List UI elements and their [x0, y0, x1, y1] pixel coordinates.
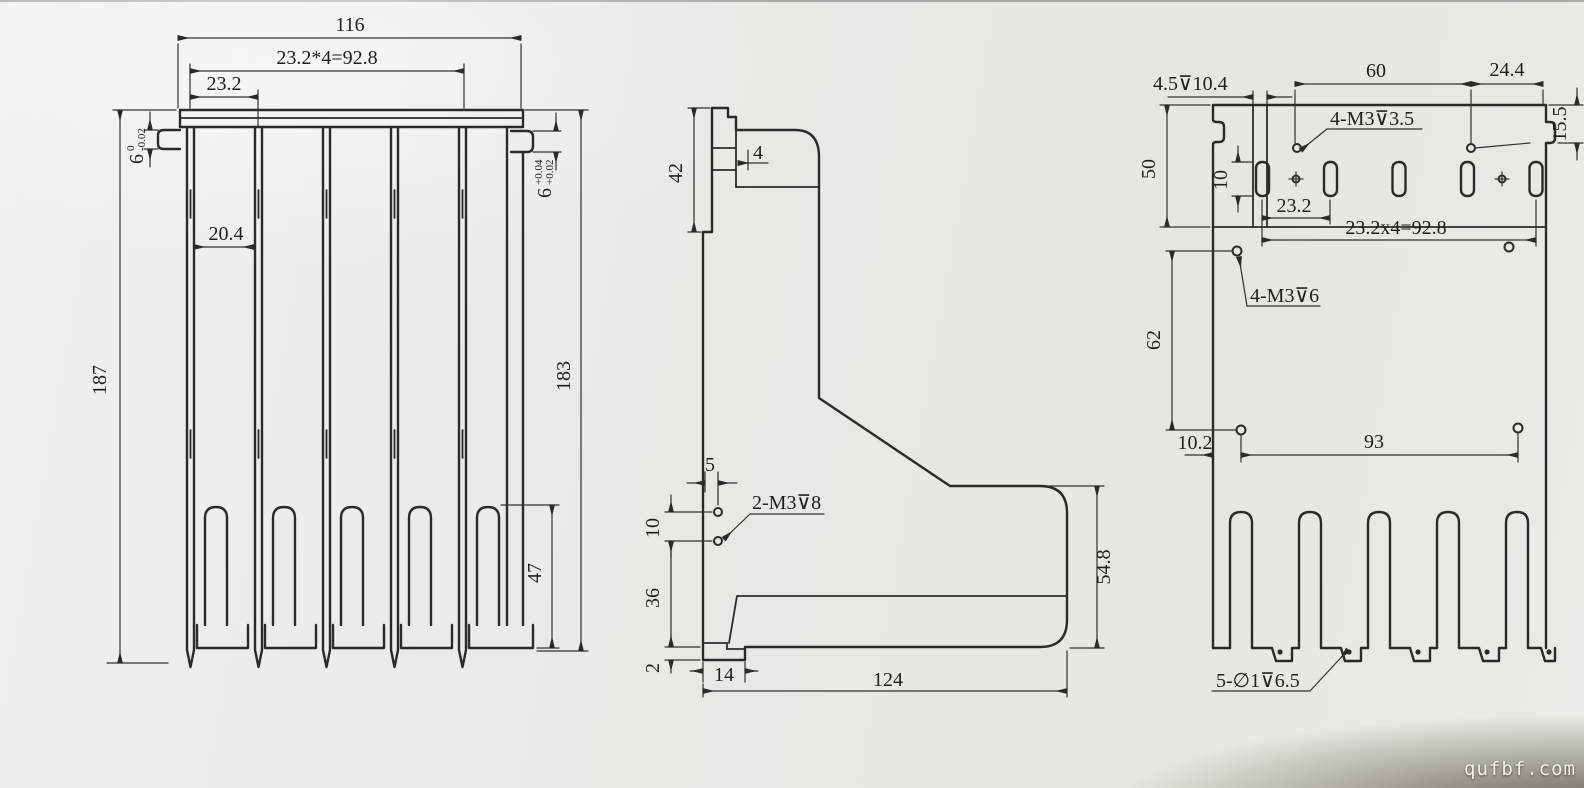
comb-slots [1211, 510, 1557, 663]
dim-back-edge-offset: 10.2 [1178, 432, 1213, 454]
dim-side-base-height: 36 [642, 588, 664, 608]
back-view: 4.5⊽10.4 60 24.4 15.5 50 62 10 [1138, 59, 1584, 692]
watermark: qufbf.com [1464, 758, 1576, 780]
dim-front-tab-left: 6 0 -0.02 [125, 128, 148, 164]
foot-hole-3 [1415, 649, 1421, 655]
dim-back-mid: 62 [1143, 330, 1165, 350]
dim-back-pitch-60: 60 [1366, 60, 1386, 82]
dim-front-foot-height: 47 [524, 563, 546, 583]
dim-back-span: 93 [1364, 431, 1384, 453]
callout-back-top: 4-M3⊽3.5 [1330, 108, 1414, 130]
dim-front-total-width: 116 [335, 14, 364, 36]
back-hole-m3-6-bl [1235, 424, 1247, 436]
svg-text:6: 6 [126, 154, 148, 164]
front-view: 116 23.2*4=92.8 23.2 20.4 187 183 47 [89, 14, 589, 669]
dim-side-back-height: 42 [665, 163, 687, 183]
side-hole-1 [713, 507, 723, 517]
svg-text:-0.02: -0.02 [136, 128, 148, 151]
dim-front-fin-gap: 20.4 [209, 223, 244, 245]
dim-back-slot: 10 [1210, 170, 1232, 190]
dim-front-height-total: 187 [89, 365, 111, 395]
foot-hole-4 [1484, 649, 1490, 655]
dim-back-pitch-total: 23.2x4=92.8 [1345, 217, 1446, 239]
callout-side-holes: 2-M3⊽8 [752, 492, 821, 514]
back-hole-m3-6-tr [1503, 241, 1515, 253]
callout-back-mid: 4-M3⊽6 [1250, 285, 1319, 307]
channels [195, 505, 535, 650]
dim-back-offset-244: 24.4 [1490, 59, 1525, 81]
side-view: 42 4 5 10 36 2 14 124 [642, 106, 1115, 698]
dim-side-front-height: 54.8 [1093, 550, 1115, 585]
dim-side-foot-width: 14 [714, 664, 734, 686]
svg-text:+0.02: +0.02 [544, 160, 556, 185]
dim-front-height-body: 183 [553, 361, 575, 391]
back-hole-m3-35-right [1466, 143, 1476, 153]
dim-side-step: 4 [753, 142, 763, 164]
dim-front-pitch-total: 23.2*4=92.8 [276, 47, 377, 69]
svg-text:+0.04: +0.04 [533, 159, 545, 185]
fins [185, 125, 468, 669]
center-marks [1288, 171, 1510, 187]
dim-front-tab-right: 6 +0.04 +0.02 [533, 159, 556, 198]
dim-back-pitch: 23.2 [1277, 195, 1312, 217]
svg-text:0: 0 [125, 145, 137, 151]
dim-back-band: 50 [1138, 159, 1160, 179]
dim-side-hole-pitch: 10 [642, 518, 664, 538]
dim-back-tab: 15.5 [1549, 107, 1571, 142]
side-hole-2 [713, 536, 723, 546]
back-hole-m3-6-tl [1231, 245, 1243, 257]
back-hole-m3-35-left [1292, 143, 1302, 153]
dim-side-foot-step: 2 [642, 663, 664, 673]
dim-side-depth: 124 [873, 669, 903, 691]
dim-back-groove: 4.5⊽10.4 [1153, 73, 1228, 95]
foot-hole-1 [1277, 649, 1283, 655]
slot-row [1254, 160, 1544, 198]
dim-side-hole-edge: 5 [705, 454, 715, 476]
foot-hole-5 [1546, 649, 1552, 655]
dim-front-pitch: 23.2 [207, 73, 242, 95]
back-hole-m3-6-br [1512, 422, 1524, 434]
callout-back-bottom: 5-∅1⊽6.5 [1216, 670, 1300, 692]
svg-text:6: 6 [534, 188, 556, 198]
